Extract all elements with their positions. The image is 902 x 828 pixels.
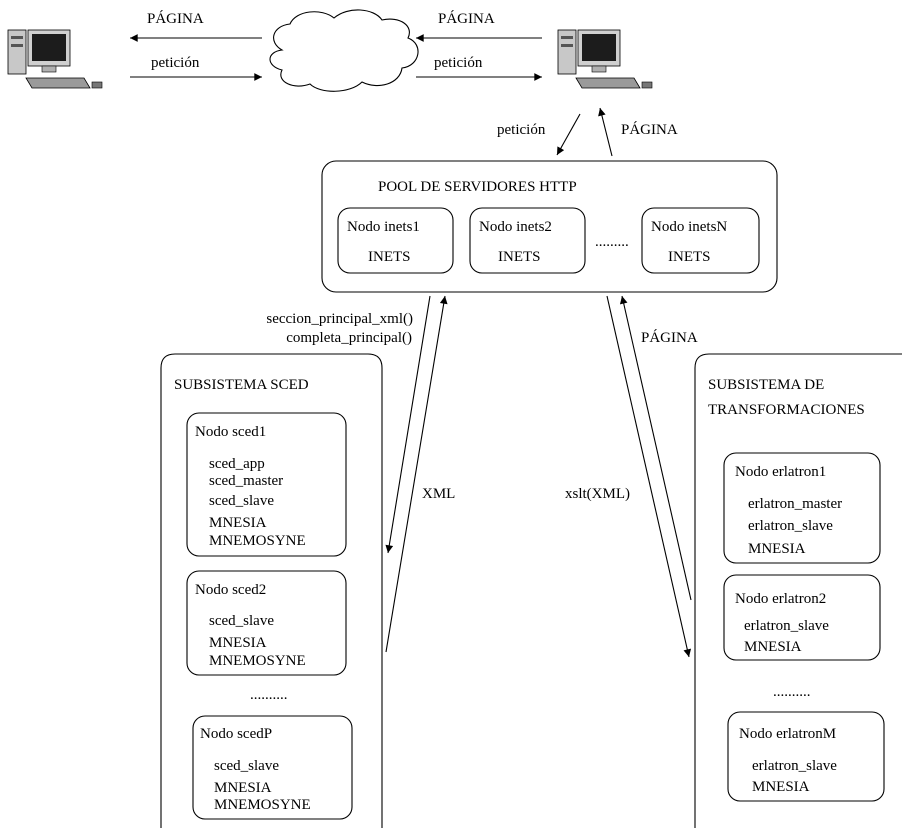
erlatron1-app-3: MNESIA — [748, 541, 806, 557]
sced2-node-name: Nodo sced2 — [195, 582, 266, 598]
erlatron2-app-1: erlatron_slave — [744, 618, 829, 634]
transform-ellipsis: .......... — [773, 684, 811, 700]
sced2-app-3: MNEMOSYNE — [209, 653, 306, 669]
erlatronM-app-1: erlatron_slave — [752, 758, 837, 774]
label-seccion-principal-xml: seccion_principal_xml() — [266, 311, 413, 327]
scedP-node-name: Nodo scedP — [200, 726, 272, 742]
erlatronM-node-name: Nodo erlatronM — [739, 726, 836, 742]
sced2-node — [186, 570, 347, 676]
label-pagina-up: PÁGINA — [621, 121, 678, 138]
erlatron1-node-name: Nodo erlatron1 — [735, 464, 826, 480]
server-computer-icon — [557, 29, 653, 89]
inets2-node-app: INETS — [498, 249, 541, 265]
transform-subsystem — [694, 353, 902, 828]
sced-title: SUBSISTEMA SCED — [174, 377, 309, 393]
http-server-pool — [321, 160, 778, 293]
scedP-app-3: MNEMOSYNE — [214, 797, 311, 813]
label-peticion-down: petición — [497, 122, 546, 138]
label-pagina-top-right: PÁGINA — [438, 10, 495, 27]
inets1-node — [337, 207, 454, 274]
sced1-app-4: MNESIA — [209, 515, 267, 531]
inetsN-node-name: Nodo inetsN — [651, 219, 727, 235]
arrow-pagina-up — [598, 107, 613, 157]
arrow-transform-to-pool — [619, 295, 692, 601]
label-peticion-top-right: petición — [434, 55, 483, 71]
label-pagina-top-left: PÁGINA — [147, 10, 204, 27]
transform-title-line2: TRANSFORMACIONES — [708, 402, 865, 418]
internet-cloud-icon — [269, 9, 419, 92]
label-xslt: xslt(XML) — [565, 486, 630, 502]
erlatronM-node — [727, 711, 885, 802]
erlatron2-app-2: MNESIA — [744, 639, 802, 655]
sced2-app-1: sced_slave — [209, 613, 274, 629]
scedP-app-1: sced_slave — [214, 758, 279, 774]
transform-title-line1: SUBSISTEMA DE — [708, 377, 824, 393]
client-computer-icon — [7, 29, 103, 89]
pool-ellipsis: ......... — [595, 234, 629, 250]
scedP-app-2: MNESIA — [214, 780, 272, 796]
inets1-node-app: INETS — [368, 249, 411, 265]
erlatron2-node — [723, 574, 881, 661]
sced-ellipsis: .......... — [250, 687, 288, 703]
sced1-app-3: sced_slave — [209, 493, 274, 509]
sced1-app-5: MNEMOSYNE — [209, 533, 306, 549]
erlatron1-node — [723, 452, 881, 564]
erlatronM-app-2: MNESIA — [752, 779, 810, 795]
inetsN-node-app: INETS — [668, 249, 711, 265]
arrow-pool-to-transform — [606, 295, 692, 658]
inets2-node-name: Nodo inets2 — [479, 219, 552, 235]
sced2-app-2: MNESIA — [209, 635, 267, 651]
arrow-sced-to-pool — [385, 295, 448, 653]
sced1-node — [186, 412, 347, 557]
inetsN-node — [641, 207, 760, 274]
erlatron1-app-2: erlatron_slave — [748, 518, 833, 534]
label-peticion-top-left: petición — [151, 55, 200, 71]
scedP-node — [192, 715, 353, 820]
inets1-node-name: Nodo inets1 — [347, 219, 420, 235]
inets2-node — [469, 207, 586, 274]
sced1-app-1: sced_app — [209, 456, 265, 472]
pool-title: POOL DE SERVIDORES HTTP — [378, 179, 577, 195]
arrow-pool-to-sced — [385, 295, 431, 554]
sced1-app-2: sced_master — [209, 473, 283, 489]
arrow-peticion-down — [556, 113, 581, 156]
sced1-node-name: Nodo sced1 — [195, 424, 266, 440]
erlatron1-app-1: erlatron_master — [748, 496, 842, 512]
erlatron2-node-name: Nodo erlatron2 — [735, 591, 826, 607]
label-completa-principal: completa_principal() — [286, 330, 412, 346]
sced-subsystem — [160, 353, 383, 828]
label-pagina-right: PÁGINA — [641, 329, 698, 346]
label-xml: XML — [422, 486, 455, 502]
